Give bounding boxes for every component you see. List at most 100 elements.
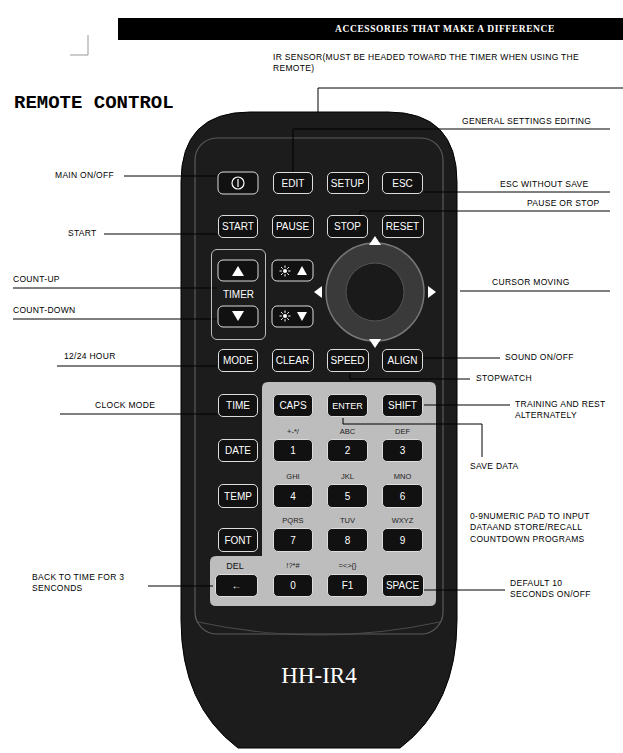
brightness-down-button <box>272 306 313 327</box>
up-arrow <box>297 266 307 275</box>
key-characters: MNO <box>382 472 423 482</box>
keypad-area <box>210 382 436 606</box>
remote-button: RESET <box>382 215 424 238</box>
callout-text: GENERAL SETTINGS EDITING <box>462 116 612 127</box>
leader-line <box>424 590 505 591</box>
down-arrow <box>297 312 307 321</box>
key-characters: TUV <box>327 516 368 526</box>
key-characters: JKL <box>327 472 368 482</box>
down-arrow <box>232 311 244 321</box>
sun-ray <box>287 318 289 320</box>
power-symbol <box>232 177 244 189</box>
leader-line <box>293 129 610 172</box>
callout-text: MAIN ON/OFF <box>55 170 125 181</box>
remote-button: F1 <box>327 574 368 597</box>
cursor-arrow <box>428 286 436 298</box>
button-label: 7 <box>290 535 296 546</box>
cursor-center <box>346 263 404 321</box>
leader-lines <box>13 88 623 590</box>
remote-button: ALIGN <box>382 349 423 372</box>
callout-text: DEFAULT 10 SECONDS ON/OFF <box>510 578 605 601</box>
leader-line <box>104 234 217 235</box>
remote-button: SPACE <box>382 574 424 597</box>
cursor-arrow <box>314 286 322 298</box>
button-label: ALIGN <box>387 355 417 366</box>
remote-button: 5 <box>327 484 368 508</box>
cursor-pad <box>326 243 424 341</box>
sun-ray <box>287 273 289 275</box>
remote-button: SETUP <box>327 172 369 194</box>
key-characters: =<>{} <box>327 561 368 571</box>
leader-line <box>424 405 510 406</box>
callout-text: SOUND ON/OFF <box>505 352 615 363</box>
remote-button: STOP <box>327 215 368 238</box>
sun-ray <box>287 267 289 269</box>
sun-ray <box>285 274 286 276</box>
remote-button: CAPS <box>273 394 313 417</box>
button-label: 9 <box>400 535 406 546</box>
button-label: FONT <box>224 535 251 546</box>
callout-text: STOPWATCH <box>476 373 576 384</box>
button-label: 6 <box>400 491 406 502</box>
remote-button: 6 <box>382 484 423 508</box>
callout-text: CLOCK MODE <box>95 400 195 411</box>
remote-button: 0 <box>273 574 313 597</box>
remote-button: EDIT <box>273 172 313 194</box>
leader-line <box>148 586 213 587</box>
button-label: PAUSE <box>276 221 309 232</box>
panel-curve <box>198 622 440 635</box>
remote-button: ← <box>215 574 258 597</box>
up-arrow <box>232 266 244 276</box>
button-label: ESC <box>392 178 413 189</box>
sun-ray <box>281 273 283 275</box>
callout-text: COUNT-UP <box>13 274 93 285</box>
remote-button: TIME <box>218 394 258 417</box>
button-label: TIMER <box>223 289 254 300</box>
button-label: 8 <box>345 535 351 546</box>
button-label: ACCESSORIES THAT MAKE A DIFFERENCE <box>335 24 555 34</box>
sun-symbol <box>283 314 287 318</box>
remote-button: CLEAR <box>272 349 314 372</box>
cursor-arrow <box>369 236 381 245</box>
power-button <box>218 172 258 194</box>
remote-button: FONT <box>218 528 258 552</box>
callout-text: 0-9NUMERIC PAD TO INPUT DATAAND STORE/RE… <box>470 511 618 545</box>
button-label: SHIFT <box>388 400 417 411</box>
remote-button: 8 <box>327 528 368 552</box>
panel-outline <box>195 138 443 634</box>
leader-line <box>60 414 217 415</box>
leader-line <box>424 358 500 359</box>
key-characters: !?*# <box>273 561 313 571</box>
button-label: CLEAR <box>276 355 309 366</box>
remote-button: START <box>218 215 258 238</box>
sun-ray <box>287 312 289 314</box>
remote-button: PAUSE <box>272 215 314 238</box>
model-name: HH-IR4 <box>238 660 400 691</box>
leader-line <box>124 176 217 177</box>
header-banner: ACCESSORIES THAT MAKE A DIFFERENCE <box>118 18 623 40</box>
timer-group: TIMER <box>211 249 266 340</box>
button-label: ← <box>232 580 242 591</box>
sun-ray <box>288 316 290 317</box>
button-label: 3 <box>400 445 406 456</box>
callout-text: PAUSE OR STOP <box>527 198 617 209</box>
remote-button: 2 <box>327 439 368 462</box>
button-label: 5 <box>345 491 351 502</box>
button-label: MODE <box>223 355 253 366</box>
button-label: TIME <box>226 400 250 411</box>
sun-ray <box>280 316 282 317</box>
remote-button: ENTER <box>327 394 368 417</box>
button-label: EDIT <box>282 178 305 189</box>
callout-text: IR SENSOR(MUST BE HEADED TOWARD THE TIME… <box>273 52 608 75</box>
button-label: DATE <box>225 445 251 456</box>
sun-ray <box>285 311 286 313</box>
button-label: SETUP <box>331 178 364 189</box>
brightness-symbols <box>280 266 291 322</box>
remote-button: 3 <box>382 439 423 462</box>
button-label: 0 <box>290 580 296 591</box>
callout-text: DEL <box>212 560 258 572</box>
leader-line <box>57 366 217 367</box>
sun-ray <box>288 271 290 272</box>
remote-button: 1 <box>273 439 313 462</box>
